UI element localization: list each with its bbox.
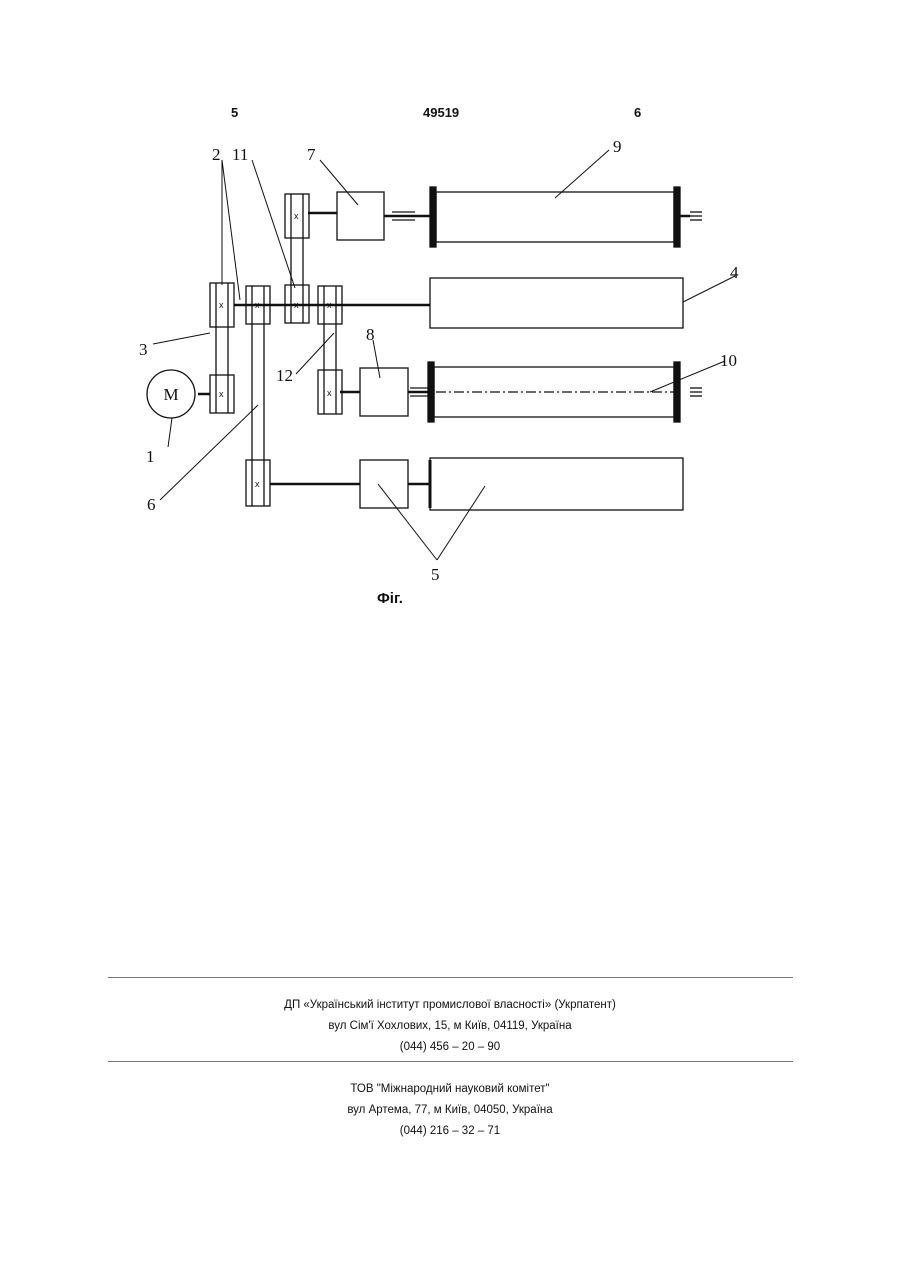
gearbox-7 [337,192,384,240]
footer-address-2: вул Артема, 77, м Київ, 04050, Україна [0,1104,900,1116]
svg-text:x: x [294,300,299,310]
callout-10: 10 [720,351,737,370]
svg-text:x: x [294,211,299,221]
callout-7: 7 [307,145,316,164]
belt-drive-11: x x [285,194,309,323]
svg-text:x: x [219,300,224,310]
footer-org-2: ТОВ "Міжнародний науковий комітет" [0,1083,900,1095]
footer-address-1: вул Сім'ї Хохлових, 15, м Київ, 04119, У… [0,1020,900,1032]
footer-rule-middle [108,1061,793,1062]
callout-12: 12 [276,366,293,385]
shafts [198,213,432,484]
roll-9 [392,187,702,247]
motor: M [147,370,195,418]
callout-1: 1 [146,447,155,466]
figure-caption: Фіг. [377,590,403,607]
svg-text:x: x [255,479,260,489]
svg-text:x: x [327,388,332,398]
footer-phone-1: (044) 456 – 20 – 90 [0,1041,900,1053]
roll-4 [430,278,683,328]
callout-6: 6 [147,495,156,514]
leader-lines [153,150,735,560]
svg-text:x: x [255,300,260,310]
callout-5: 5 [431,565,440,584]
gearbox-5 [360,460,408,508]
callout-9: 9 [613,137,622,156]
callout-2: 2 [212,145,221,164]
kinematic-diagram: M x x x x x x x x [0,0,900,640]
motor-symbol: M [163,385,178,404]
footer-org-1: ДП «Український інститут промислової вла… [0,999,900,1011]
belt-drive-6: x x [246,286,270,506]
footer-rule-top [108,977,793,978]
svg-text:x: x [327,300,332,310]
roll-5 [430,458,683,510]
footer-phone-2: (044) 216 – 32 – 71 [0,1125,900,1137]
svg-text:x: x [219,389,224,399]
callout-11: 11 [232,145,248,164]
callout-3: 3 [139,340,148,359]
callout-4: 4 [730,263,739,282]
gearbox-8 [360,368,408,416]
callout-8: 8 [366,325,375,344]
roll-10 [410,362,702,422]
belt-drive-3: x x [210,283,234,413]
